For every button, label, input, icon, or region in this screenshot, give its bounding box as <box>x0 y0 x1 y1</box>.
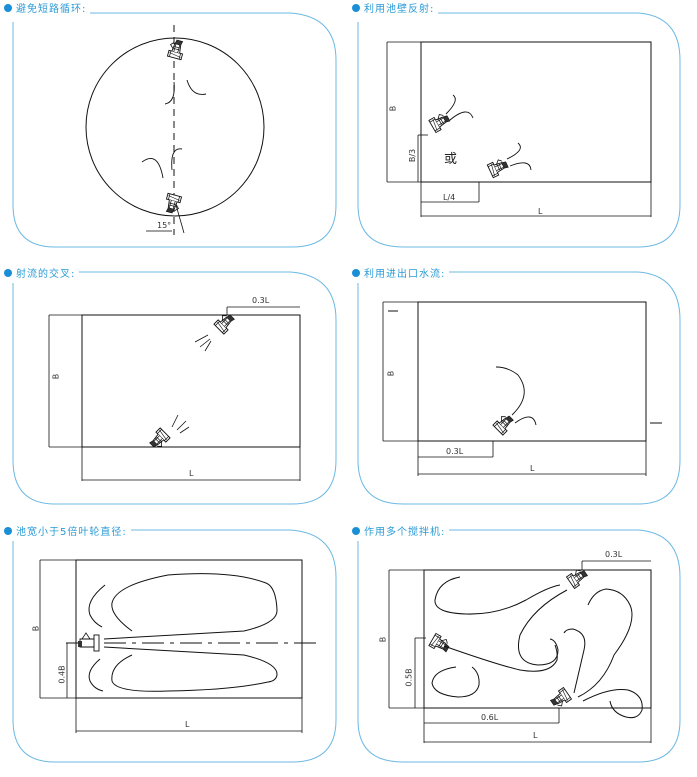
length-label: L <box>185 720 190 729</box>
bullet-icon <box>4 3 12 12</box>
bullet-icon <box>352 3 360 12</box>
bullet-icon <box>4 268 12 277</box>
diagram-jet-crossing <box>12 271 337 505</box>
diagram-multiple-mixers <box>357 529 681 763</box>
length-label: L <box>538 207 543 216</box>
offset-l-top-label: 0.3L <box>605 550 623 559</box>
width-label: B <box>31 625 41 632</box>
panel-title: 作用多个搅拌机: <box>348 523 450 538</box>
diagram-narrow-tank <box>12 529 337 763</box>
width-label: B <box>388 105 398 112</box>
panel-title-text: 作用多个搅拌机: <box>364 527 446 538</box>
panel-title-text: 射流的交叉: <box>16 269 76 280</box>
offset-b-label: 0.4B <box>57 665 67 684</box>
bullet-icon <box>352 526 360 535</box>
diagram-wall-reflection <box>357 12 681 248</box>
panel-title-text: 利用进出口水流: <box>364 269 446 280</box>
angle-label: 15° <box>157 221 172 230</box>
offset-b-label: B/3 <box>408 148 418 163</box>
width-label: B <box>51 373 61 380</box>
panel-title: 射流的交叉: <box>0 265 80 280</box>
offset-b-label: 0.5B <box>404 668 414 687</box>
panel-avoid-short-circuit: 避免短路循环: 15° <box>0 0 350 250</box>
panel-inlet-outlet-flow: 利用进出口水流: B 0.3L L <box>348 255 697 510</box>
or-label: 或 <box>444 152 458 167</box>
panel-title: 利用池壁反射: <box>348 0 439 15</box>
diagram-avoid-short-circuit <box>12 12 337 248</box>
offset-l-label: 0.3L <box>252 296 270 305</box>
length-label: L <box>533 731 538 740</box>
panel-narrow-tank: 池宽小于5倍叶轮直径: B 0.4B L <box>0 515 350 777</box>
width-label: B <box>386 370 396 377</box>
bullet-icon <box>352 268 360 277</box>
panel-title-text: 池宽小于5倍叶轮直径: <box>16 527 127 538</box>
offset-l-label: 0.3L <box>446 447 464 456</box>
panel-multiple-mixers: 作用多个搅拌机: 0.3L B 0.5B 0.6L L <box>348 515 697 777</box>
diagram-inlet-outlet-flow <box>357 271 681 505</box>
panel-title-text: 利用池壁反射: <box>364 4 435 15</box>
panel-title: 池宽小于5倍叶轮直径: <box>0 523 131 538</box>
bullet-icon <box>4 526 12 535</box>
panel-title: 利用进出口水流: <box>348 265 450 280</box>
panel-wall-reflection: 利用池壁反射: B B/3 或 L/4 L <box>348 0 697 250</box>
length-label: L <box>189 469 194 478</box>
length-label: L <box>530 464 535 473</box>
offset-l-label: L/4 <box>443 193 456 202</box>
offset-l-label: 0.6L <box>481 713 499 722</box>
width-label: B <box>378 636 388 643</box>
panel-title: 避免短路循环: <box>0 0 91 15</box>
panel-title-text: 避免短路循环: <box>16 4 87 15</box>
panel-jet-crossing: 射流的交叉: 0.3L B L <box>0 255 350 510</box>
